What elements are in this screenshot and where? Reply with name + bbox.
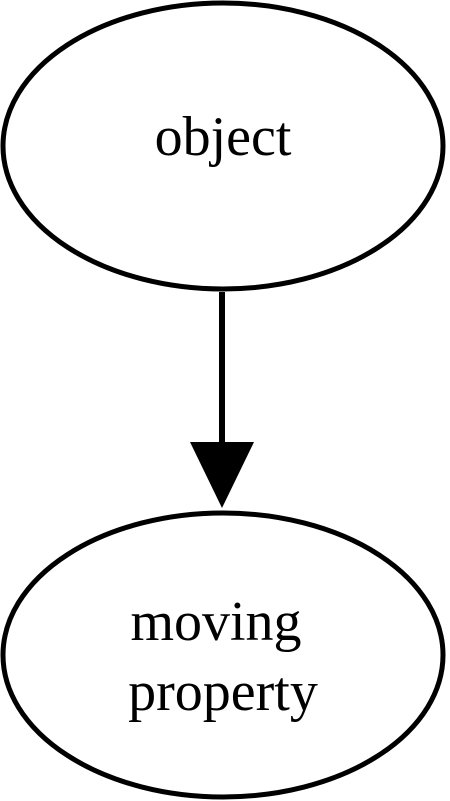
node-moving-property-label-line-2: property (128, 661, 318, 723)
arrowhead-icon (190, 442, 254, 508)
edge-object-to-moving-property (190, 292, 254, 508)
node-moving-property-label: moving property (128, 591, 318, 723)
node-moving-property-label-line-1: moving (130, 591, 301, 653)
node-object-ellipse (0, 0, 446, 292)
node-moving-property[interactable]: moving property (0, 510, 446, 800)
node-object[interactable]: object (0, 0, 446, 292)
node-object-label: object (155, 106, 292, 168)
node-moving-property-ellipse (0, 510, 446, 800)
